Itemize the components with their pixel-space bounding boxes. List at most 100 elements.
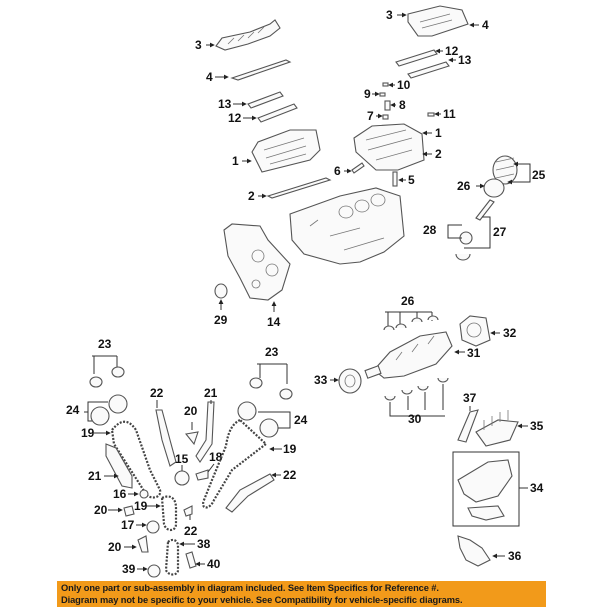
- callout-33: 33: [314, 373, 328, 387]
- callout-13: 13: [218, 97, 232, 111]
- upper-main-bearings: [383, 315, 439, 331]
- front-crank-seal: [214, 283, 228, 299]
- piston: [483, 178, 505, 198]
- cam-phaser-bolts-left: [89, 366, 125, 388]
- valve-cover-gasket-left: [230, 59, 292, 81]
- callout-27: 27: [493, 225, 507, 239]
- callout-19-right: 19: [283, 442, 297, 456]
- callout-21-lower: 21: [88, 469, 102, 483]
- disclaimer-line-1: Only one part or sub-assembly in diagram…: [61, 583, 439, 593]
- cylinder-head-right: [353, 123, 425, 171]
- callout-19: 19: [81, 426, 95, 440]
- timing-cover: [223, 223, 291, 301]
- callout-9: 9: [364, 87, 371, 101]
- callout-31: 31: [467, 346, 481, 360]
- callout-16: 16: [113, 487, 127, 501]
- callout-17: 17: [121, 518, 135, 532]
- callout-11: 11: [443, 107, 456, 121]
- timing-chain-right: [202, 418, 268, 509]
- guide-22-lower: [183, 505, 193, 517]
- callout-7: 7: [367, 109, 374, 123]
- callout-20: 20: [184, 404, 198, 418]
- crank-sprocket-15: [174, 470, 190, 486]
- tensioner-20-lower: [123, 505, 135, 517]
- callout-38: 38: [197, 537, 211, 551]
- small-valve-parts: [379, 82, 435, 120]
- piston-rings: [492, 155, 518, 185]
- chain-guide-22-right: [225, 473, 275, 513]
- idler-16: [139, 489, 149, 499]
- callout-34: 34: [530, 481, 544, 495]
- callout-26: 26: [457, 179, 471, 193]
- callout-22: 22: [150, 386, 164, 400]
- callout-22-lower: 22: [184, 524, 198, 538]
- chain-guide-22-left: [155, 409, 177, 467]
- callout-28: 28: [423, 223, 437, 237]
- sprocket-17: [146, 520, 160, 534]
- crankshaft: [364, 331, 453, 379]
- callout-20-lower: 20: [94, 503, 108, 517]
- callout-2: 2: [248, 189, 255, 203]
- callout-22-right: 22: [283, 468, 297, 482]
- callout-32: 32: [503, 326, 517, 340]
- chain-guide-21-lower: [105, 443, 133, 489]
- callout-1: 1: [232, 154, 239, 168]
- head-bolt: [351, 162, 398, 187]
- oil-pump-chain: [160, 495, 178, 532]
- camshaft-right-12: [395, 49, 438, 67]
- callout-13-right: 13: [458, 53, 472, 67]
- callout-4-right: 4: [482, 18, 489, 32]
- callout-40: 40: [207, 557, 221, 571]
- connecting-rod: [455, 199, 495, 261]
- sprocket-39: [147, 564, 161, 578]
- callout-12: 12: [228, 111, 242, 125]
- oil-pan-upper-baffle: [475, 410, 519, 447]
- chain-tensioner-20: [184, 431, 199, 446]
- callout-26-bearings: 26: [401, 294, 415, 308]
- engine-block: [289, 187, 405, 265]
- callout-23-right: 23: [265, 345, 279, 359]
- callout-5: 5: [408, 173, 415, 187]
- callout-8: 8: [399, 98, 406, 112]
- head-gasket-left: [266, 177, 332, 199]
- callout-14: 14: [267, 315, 281, 329]
- callout-2-right: 2: [435, 147, 442, 161]
- callout-36: 36: [508, 549, 522, 563]
- callout-39: 39: [122, 562, 136, 576]
- oil-pan: [457, 459, 513, 521]
- callout-25: 25: [532, 168, 546, 182]
- callout-29: 29: [214, 313, 228, 327]
- camshaft-right-13: [407, 61, 450, 79]
- callout-4: 4: [206, 70, 213, 84]
- chain-guide-21: [195, 401, 215, 463]
- callout-30: 30: [408, 412, 422, 426]
- oil-pump: [457, 535, 491, 567]
- crankshaft-pulley: [338, 368, 362, 394]
- callout-1-right: 1: [435, 126, 442, 140]
- callout-24: 24: [66, 403, 80, 417]
- camshaft-left-12: [257, 103, 298, 123]
- callout-15: 15: [175, 452, 189, 466]
- callout-3-right: 3: [386, 8, 393, 22]
- callout-6: 6: [334, 164, 341, 178]
- valve-cover-left: [215, 19, 281, 51]
- disclaimer-line-2: Diagram may not be specific to your vehi…: [61, 595, 463, 605]
- cam-phaser-bolts-right: [249, 377, 293, 400]
- callout-19-lower: 19: [134, 499, 148, 513]
- camshaft-sprockets-right: [237, 401, 279, 438]
- callout-12-right: 12: [445, 44, 459, 58]
- callout-21: 21: [204, 386, 218, 400]
- camshaft-left-13: [247, 91, 284, 109]
- tensioner-20-bottom: [137, 535, 149, 553]
- balance-chain-38: [164, 538, 180, 576]
- cylinder-head-left: [251, 129, 321, 173]
- disclaimer-banner: Only one part or sub-assembly in diagram…: [57, 581, 546, 607]
- callout-37: 37: [463, 391, 477, 405]
- lower-main-bearings: [384, 377, 449, 401]
- valve-cover-right: [407, 5, 469, 37]
- callout-23: 23: [98, 337, 112, 351]
- callout-3: 3: [195, 38, 202, 52]
- rear-main-seal-retainer: [459, 315, 491, 347]
- camshaft-sprockets-left: [90, 394, 128, 426]
